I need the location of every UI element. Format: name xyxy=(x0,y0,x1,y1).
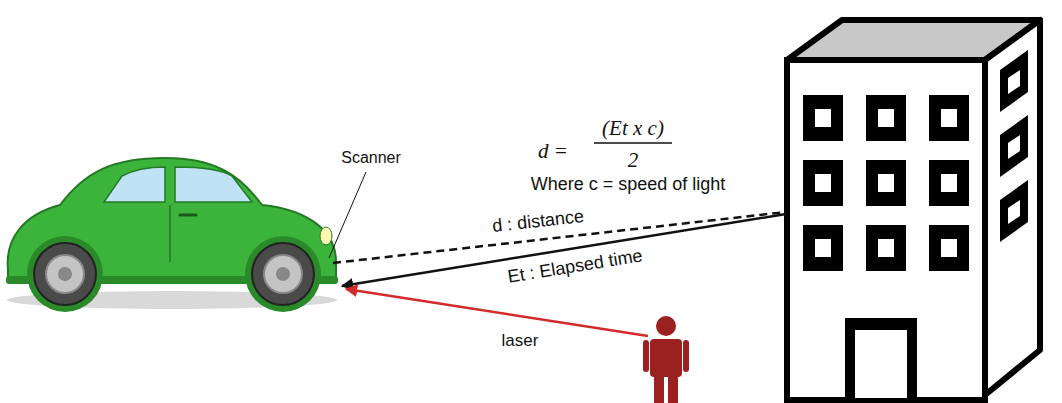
car xyxy=(6,158,338,312)
part-label: Scanner xyxy=(341,149,401,167)
line-label: Et : Elapsed time xyxy=(506,245,644,287)
person xyxy=(643,316,689,403)
fraction-bar xyxy=(594,142,672,144)
line-label: d : distance xyxy=(491,206,585,237)
formula-denominator: 2 xyxy=(628,148,639,172)
leader-line xyxy=(329,172,366,258)
laser-arrow xyxy=(346,289,648,336)
building xyxy=(787,20,1040,400)
arrow-label: laser xyxy=(502,331,539,351)
formula-note: Where c = speed of light xyxy=(531,174,726,195)
formula-numerator: (Et x c) xyxy=(602,116,664,140)
formula-text: d = xyxy=(538,139,568,163)
